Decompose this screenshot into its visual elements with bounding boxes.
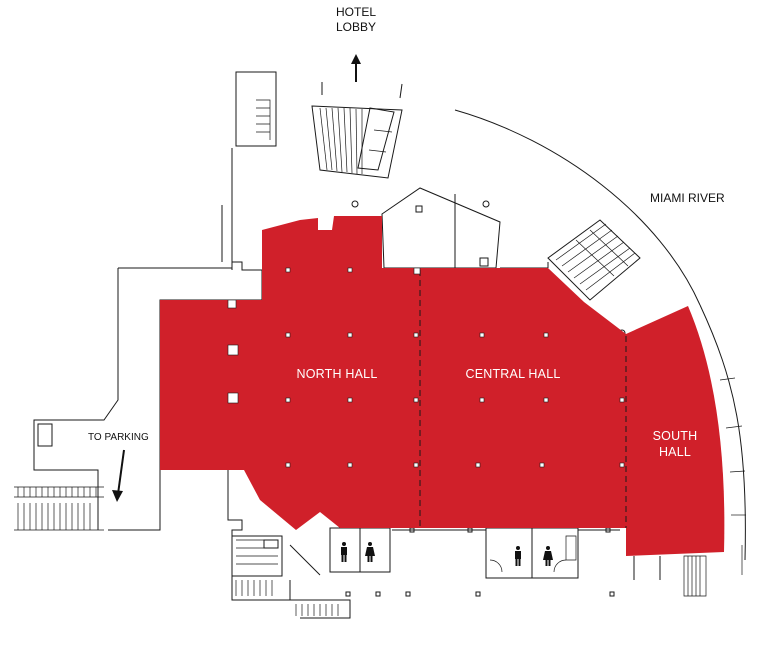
building-outline <box>14 71 746 619</box>
columns <box>227 267 625 468</box>
lobby-stairs <box>311 105 403 179</box>
central-hall-area[interactable] <box>420 268 626 528</box>
halls <box>160 216 725 556</box>
river-escalator <box>547 219 641 301</box>
central-hall-label: CENTRAL HALL <box>465 367 560 381</box>
parking-stripes <box>14 486 104 531</box>
south-hall-area[interactable] <box>626 306 725 556</box>
arrow-down-icon <box>112 449 125 502</box>
to-parking-label: TO PARKING <box>88 432 149 443</box>
hotel-lobby-label-line2: LOBBY <box>336 20 376 34</box>
hotel-lobby-label-line1: HOTEL <box>336 5 376 19</box>
miami-river-label: MIAMI RIVER <box>650 191 725 205</box>
south-hall-label-line1: SOUTH <box>653 429 698 443</box>
arrow-up-icon <box>351 54 361 82</box>
north-hall-area[interactable] <box>160 216 420 530</box>
north-hall-label: NORTH HALL <box>297 367 378 381</box>
restroom-icon <box>515 546 553 566</box>
restroom-icon <box>341 542 375 562</box>
escalator-block <box>235 71 277 147</box>
south-hall-label-line2: HALL <box>659 445 691 459</box>
